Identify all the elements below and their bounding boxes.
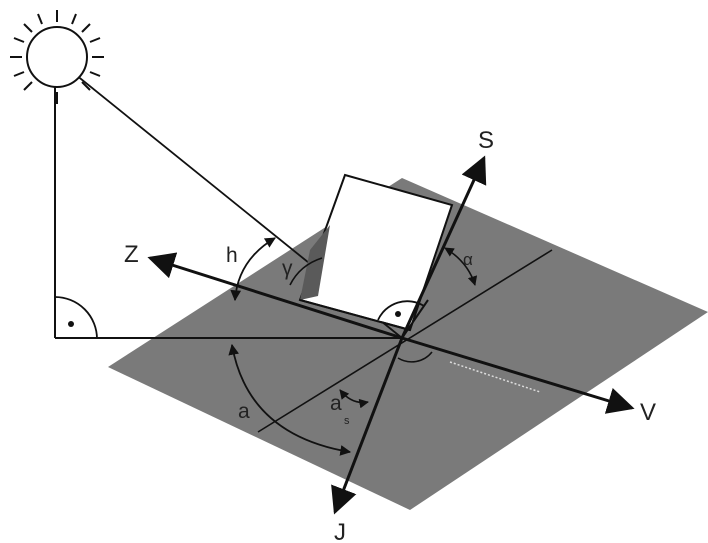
z-axis-arrow <box>147 252 403 340</box>
sun-icon <box>10 10 104 104</box>
angle-a-arc <box>228 343 352 456</box>
right-angle-dot-left <box>68 321 74 327</box>
panel-shadow-edge <box>300 225 330 300</box>
s-axis-arrow <box>400 155 487 339</box>
angle-alpha-arc <box>444 247 478 286</box>
angle-gamma-arc <box>289 257 323 286</box>
right-angle-mark-panel <box>377 300 425 321</box>
label-z: Z <box>124 241 139 268</box>
v-axis-arrow <box>401 336 635 414</box>
label-gamma: γ <box>282 257 293 280</box>
label-v: V <box>640 399 656 426</box>
label-s: S <box>478 127 494 154</box>
right-angle-mark-left <box>54 296 98 340</box>
label-a-s-subscript: s <box>344 415 350 427</box>
angle-h-arc <box>230 237 276 302</box>
label-j: J <box>334 519 346 543</box>
label-h: h <box>226 244 238 267</box>
label-alpha: α <box>463 250 473 269</box>
j-axis-arrow <box>331 337 404 515</box>
right-angle-dot-panel <box>395 311 401 317</box>
angle-as-arc <box>339 389 369 409</box>
label-a-s: a <box>330 392 342 415</box>
center-angle-arc <box>397 351 433 363</box>
label-a: a <box>238 400 250 423</box>
panel-normal-base <box>299 299 411 331</box>
